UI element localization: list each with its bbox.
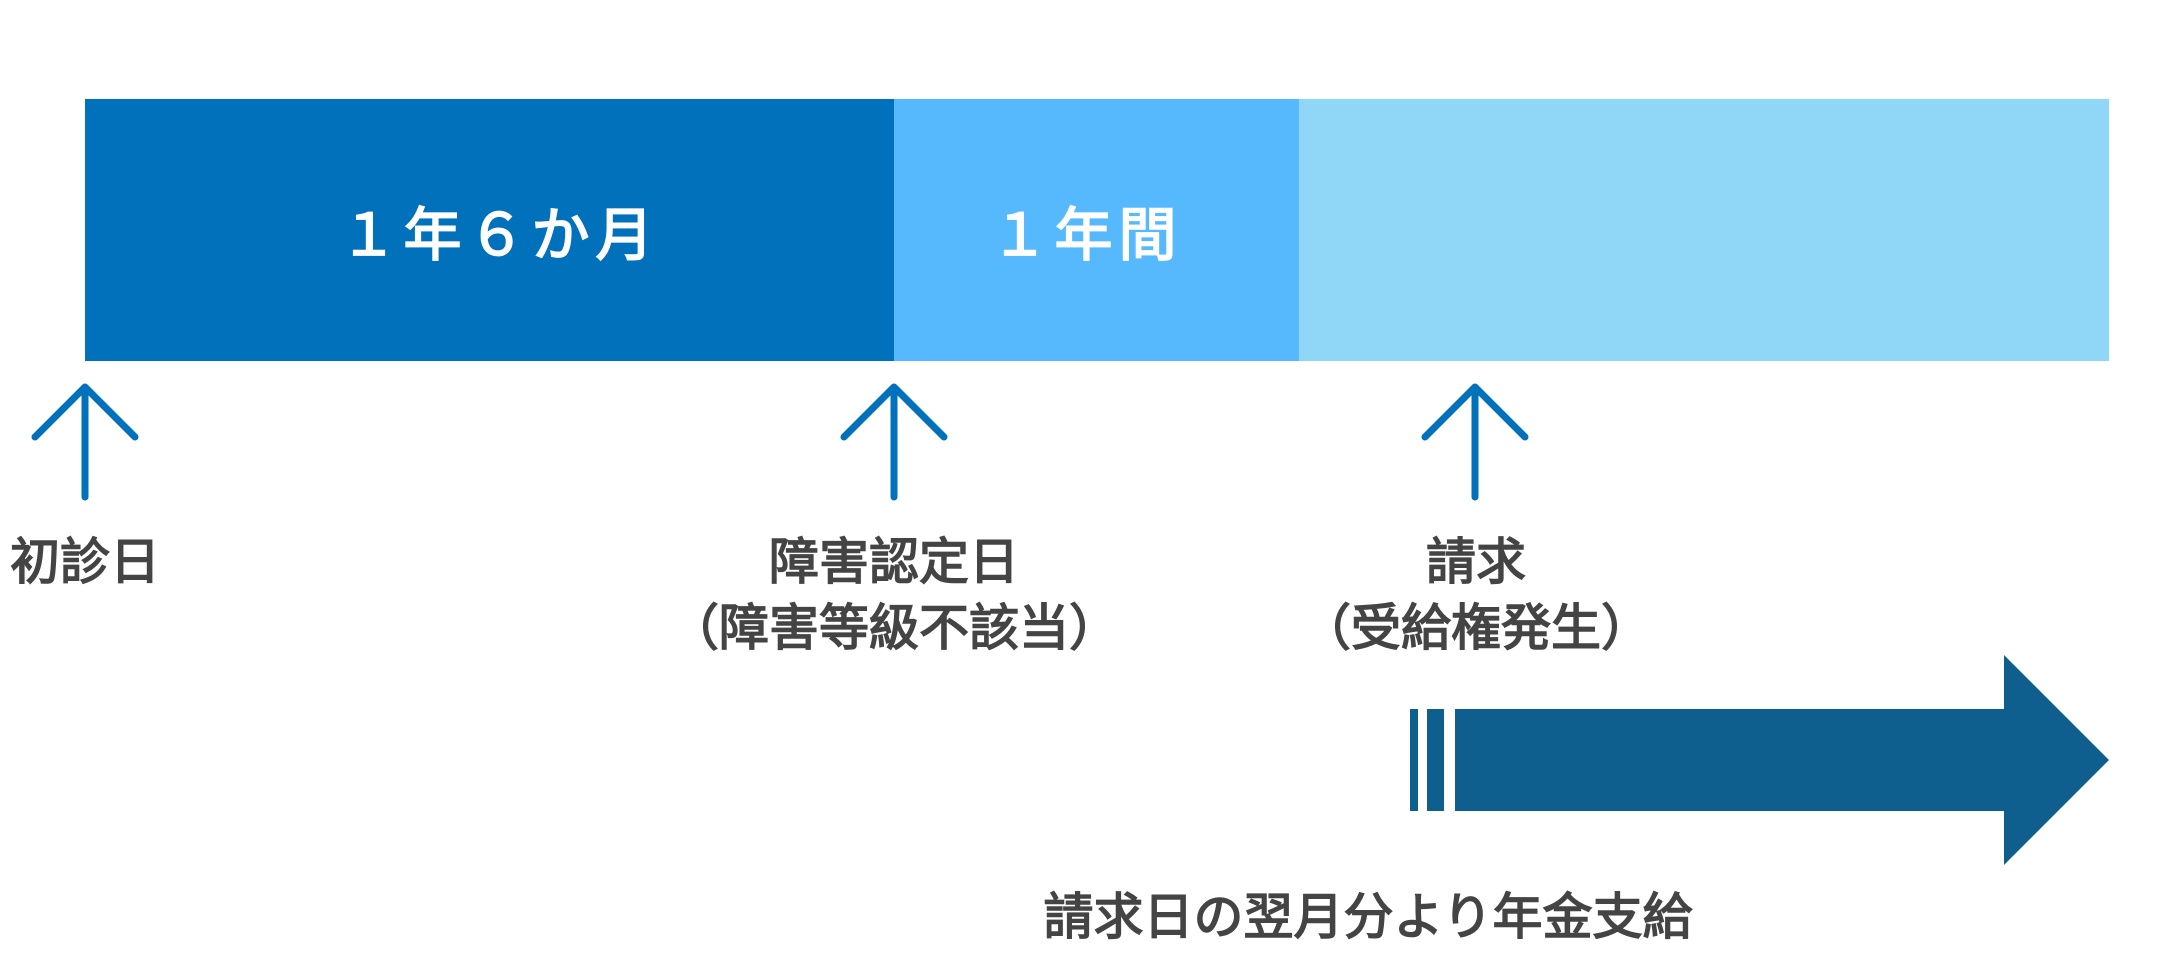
period-segment-after-claim (1299, 99, 2109, 361)
up-arrow-icon-certification (840, 383, 948, 501)
marker-label-first-visit: 初診日 (0, 529, 175, 595)
period-label-1y: １年間 (990, 201, 1183, 269)
marker-label-certification-line1: 障害認定日 (769, 533, 1019, 591)
period-label-1y6m: １年６か月 (339, 201, 660, 269)
up-arrow-icon-first-visit (31, 383, 139, 501)
marker-label-claim-line1: 請求 (1426, 533, 1526, 591)
period-segment-one-year: １年間 (894, 99, 1299, 361)
marker-label-first-visit-line1: 初診日 (10, 533, 160, 591)
marker-label-claim-line2: （受給権発生） (1301, 599, 1651, 657)
payment-arrow-icon (1410, 655, 2109, 865)
marker-label-certification: 障害認定日 （障害等級不該当） (594, 529, 1194, 661)
payment-label: 請求日の翌月分より年金支給 (1043, 888, 1693, 946)
period-segment-initial: １年６か月 (85, 99, 894, 361)
up-arrow-icon-claim (1421, 383, 1529, 501)
marker-label-certification-line2: （障害等級不該当） (669, 599, 1119, 657)
marker-label-claim: 請求 （受給権発生） (1176, 529, 1776, 661)
